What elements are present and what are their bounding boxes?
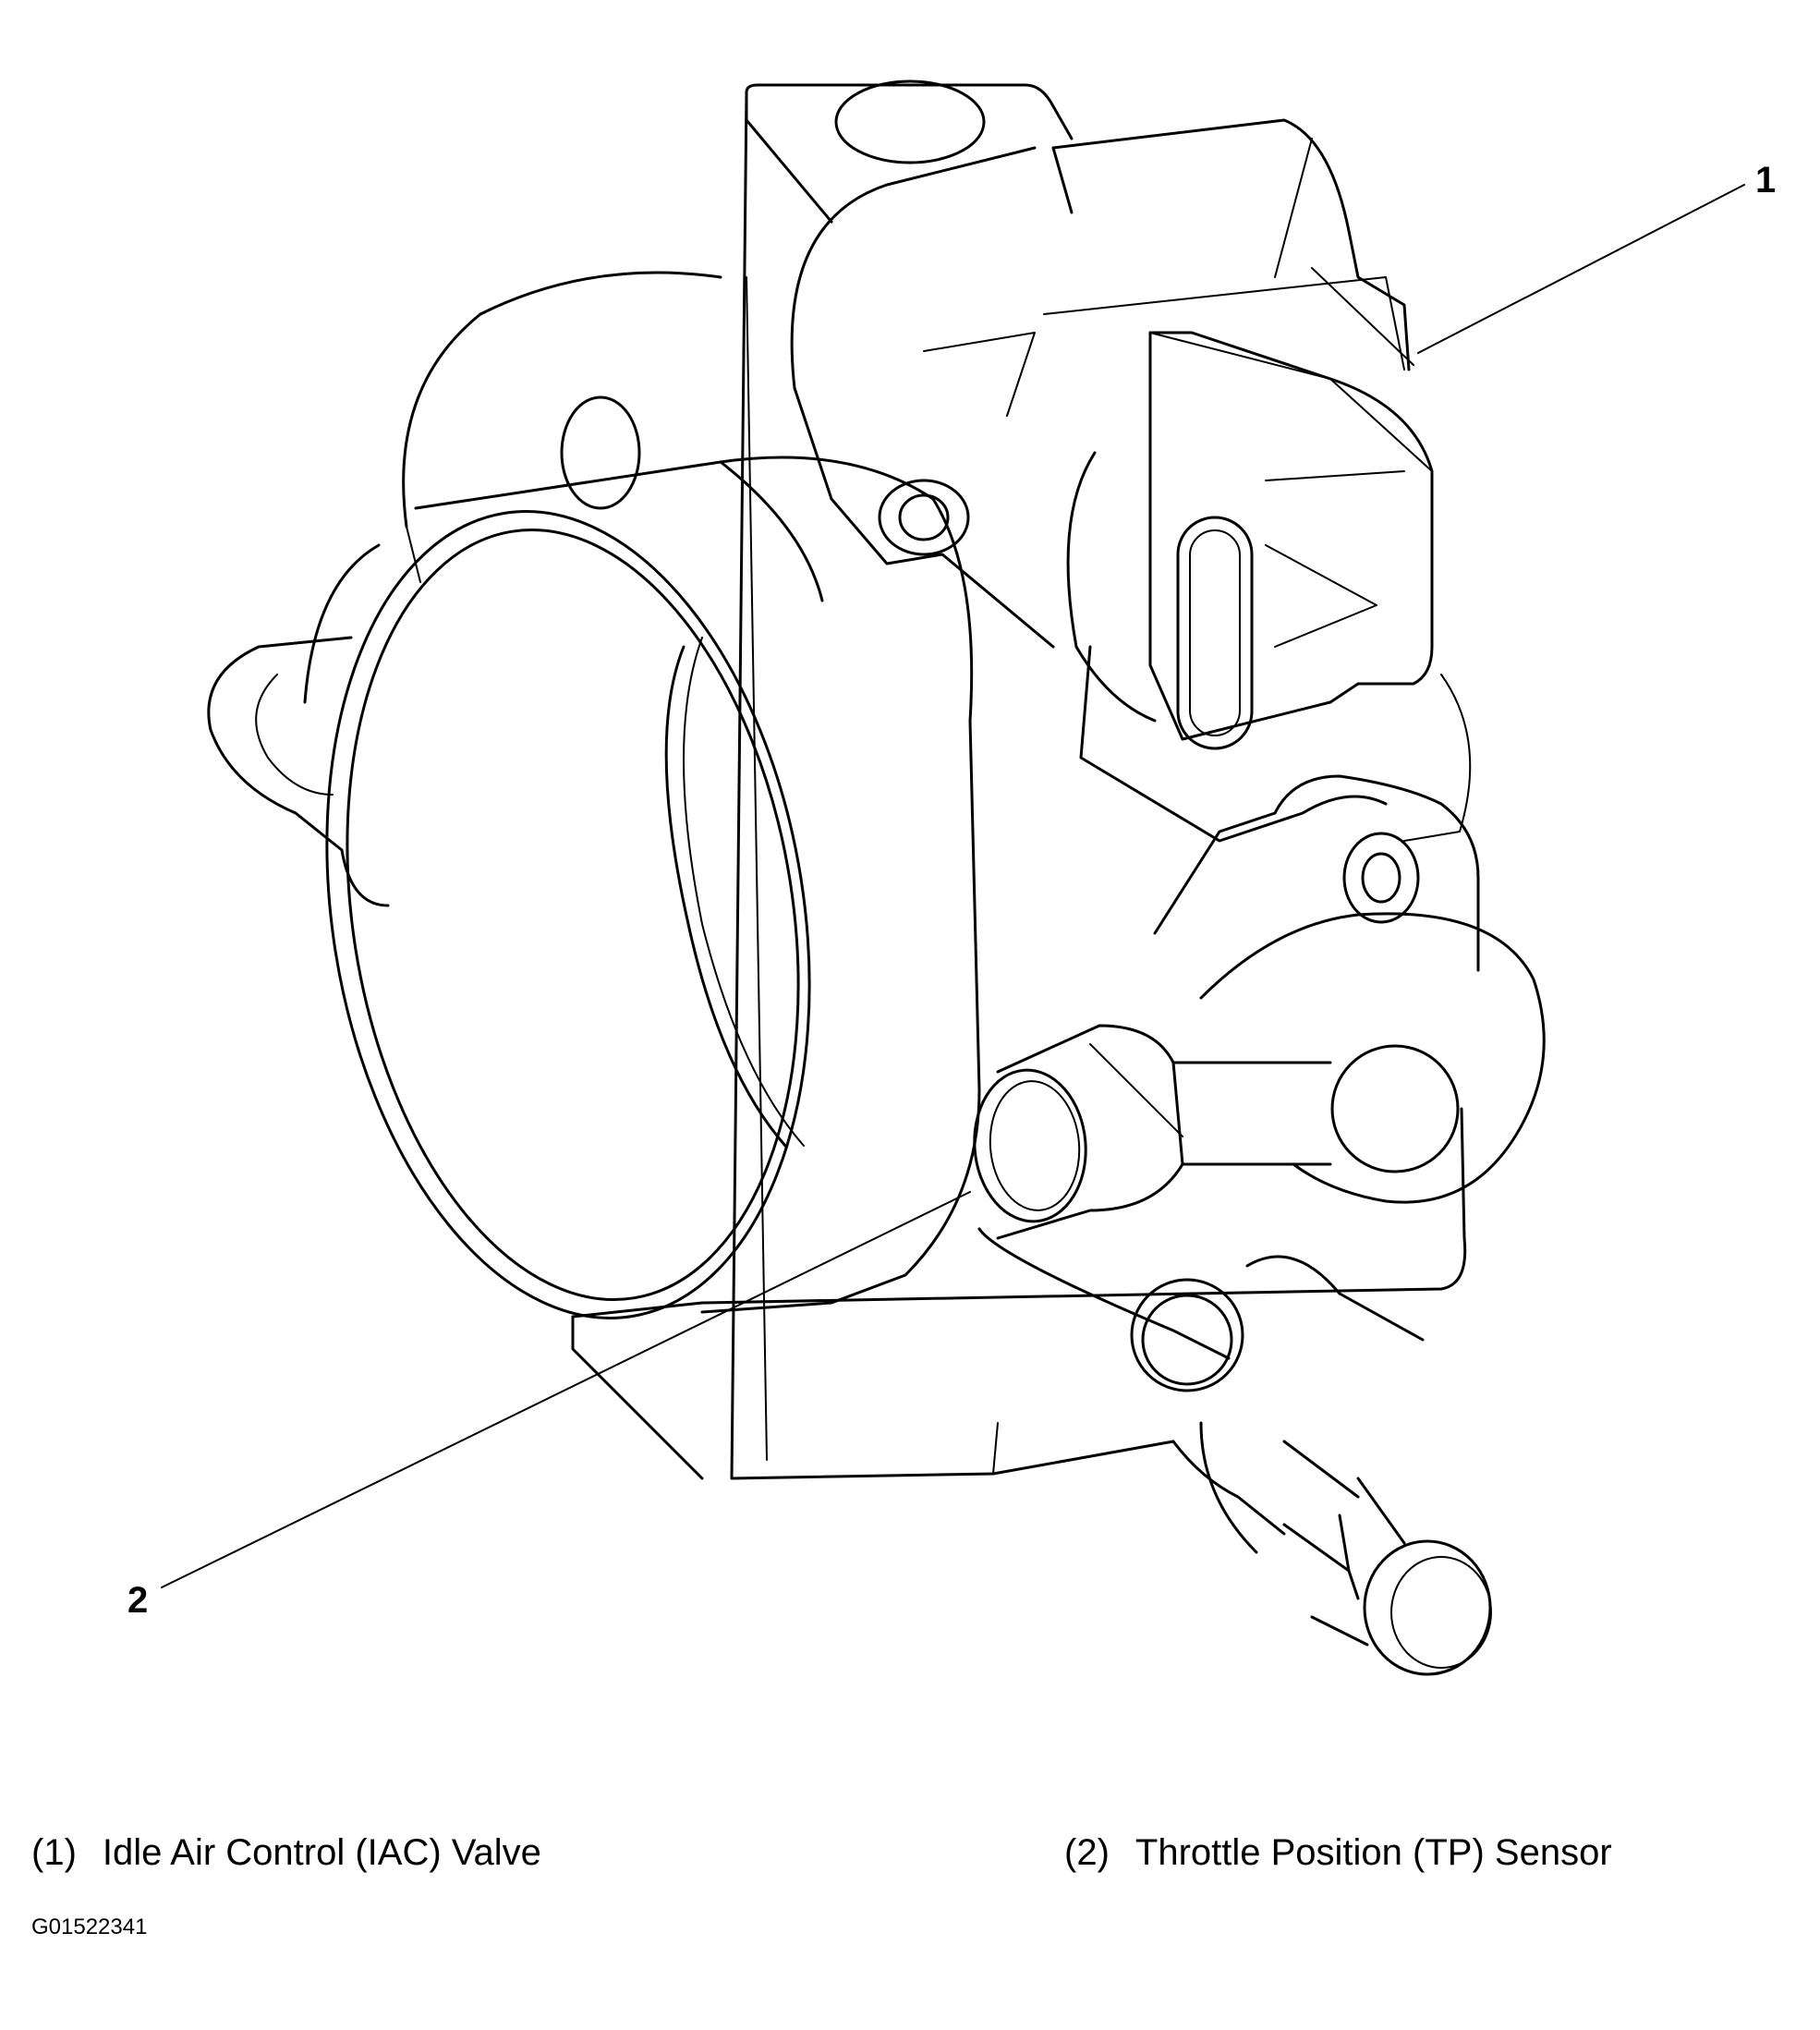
iac-valve (790, 146, 1472, 842)
air-inlet-bore (325, 456, 981, 1319)
callout-1: 1 (1417, 160, 1776, 354)
figure-identifier: G01522341 (31, 1915, 148, 1939)
throttle-body-housing (207, 79, 1467, 1480)
lower-fitting (1130, 1255, 1492, 1676)
leader-line-2 (161, 1191, 971, 1588)
callout-2: 2 (127, 1191, 971, 1621)
tp-sensor (973, 645, 1546, 1360)
legend-number-2: (2) (1064, 1832, 1110, 1873)
throttle-body-illustration: 1 2 (127, 79, 1776, 1676)
leader-line-1 (1417, 184, 1745, 354)
legend-item-1: (1) Idle Air Control (IAC) Valve (31, 1832, 541, 1874)
callout-number-2: 2 (127, 1580, 148, 1621)
legend-number-1: (1) (31, 1832, 77, 1873)
legend-label-2: Throttle Position (TP) Sensor (1134, 1832, 1612, 1873)
legend-label-1: Idle Air Control (IAC) Valve (102, 1832, 541, 1873)
callout-number-1: 1 (1755, 160, 1776, 201)
legend-item-2: (2) Throttle Position (TP) Sensor (1064, 1832, 1612, 1874)
